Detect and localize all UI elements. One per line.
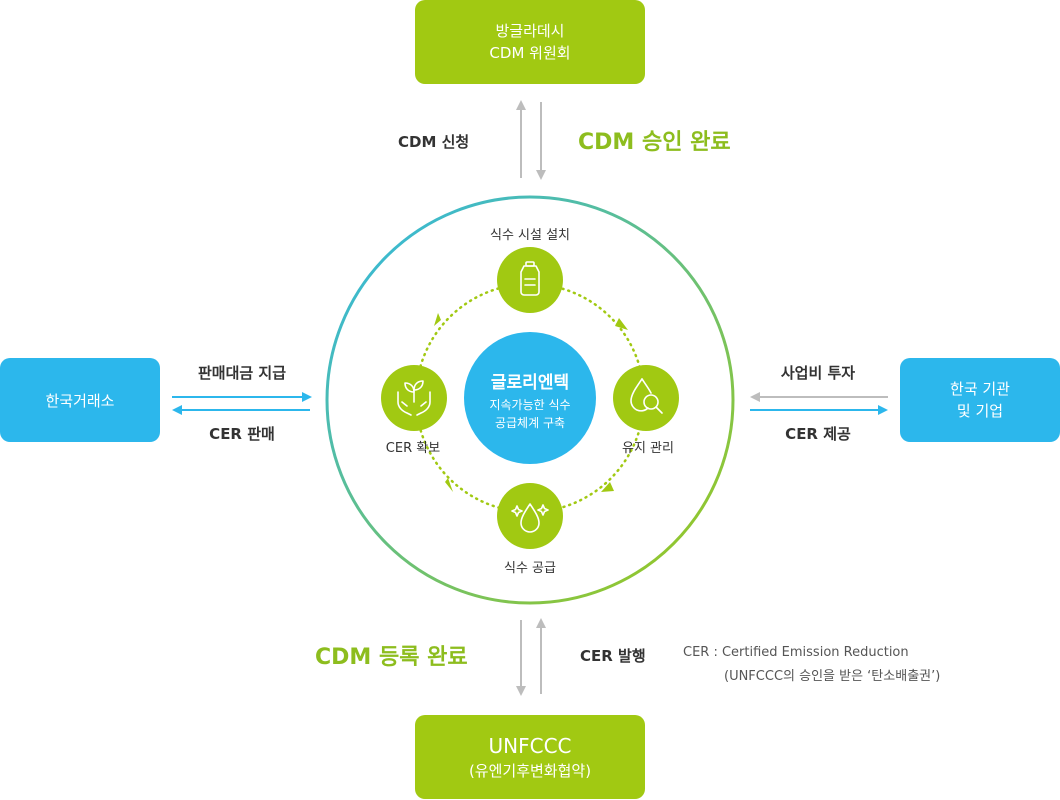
cycle-right-label: 유지 관리 (622, 441, 674, 456)
cdm-approved-label: CDM 승인 완료 (578, 130, 731, 155)
investment-label: 사업비 투자 (780, 364, 856, 382)
cycle-arrow-bottom-left (445, 478, 453, 492)
footnote-line1: CER : Certified Emission Reduction (683, 645, 909, 660)
cycle-arrow-top-left (434, 313, 441, 326)
top-box-line2: CDM 위원회 (489, 44, 571, 62)
arrow-down-top-head (536, 170, 546, 180)
cycle-top-label: 식수 시설 설치 (489, 228, 571, 243)
korea-exchange-box: 한국거래소 (0, 358, 160, 442)
right-box-line1: 한국 기관 (950, 380, 1010, 398)
bottom-box-line1: UNFCCC (488, 734, 572, 758)
cycle-left-label: CER 확보 (385, 441, 441, 456)
hands-plant-icon (397, 380, 431, 416)
payment-label: 판매대금 지급 (197, 364, 287, 382)
cer-provision-label: CER 제공 (785, 425, 851, 443)
center-line2: 공급체계 구축 (494, 416, 566, 430)
cer-sale-label: CER 판매 (209, 425, 275, 443)
cycle-bottom-label: 식수 공급 (504, 561, 556, 576)
cer-issued-label: CER 발행 (580, 647, 646, 665)
center-title: 글로리엔텍 (490, 373, 570, 393)
arrow-up-top-head (516, 100, 526, 110)
center-line1: 지속가능한 식수 (489, 398, 571, 412)
korean-institutions-box: 한국 기관 및 기업 (900, 358, 1060, 442)
bottom-box-line2: (유엔기후변화협약) (468, 762, 592, 780)
footnote-line2: (UNFCCC의 승인을 받은 ‘탄소배출권’) (724, 669, 941, 684)
cycle-arrow-bottom-right (601, 482, 614, 492)
outer-ring (325, 195, 735, 605)
right-box-line2: 및 기업 (956, 402, 1004, 420)
cdm-registered-label: CDM 등록 완료 (315, 645, 468, 670)
sparkling-drop-icon (511, 503, 549, 533)
arrow-right-left-side-head (302, 392, 312, 402)
center-circle (464, 332, 596, 464)
unfccc-box: UNFCCC (유엔기후변화협약) (415, 715, 645, 799)
arrow-left-right-side-head (750, 392, 760, 402)
water-bottle-icon (520, 261, 540, 296)
node-bottom (497, 483, 563, 549)
cdm-request-label: CDM 신청 (398, 133, 470, 151)
water-drop-magnifier-icon (630, 378, 663, 414)
arrow-left-left-side-head (172, 405, 182, 415)
cycle-arrow-top-right (615, 318, 628, 330)
left-box-label: 한국거래소 (45, 391, 115, 410)
node-top (497, 247, 563, 313)
arrow-down-bottom-head (516, 686, 526, 696)
arrow-up-bottom-head (536, 618, 546, 628)
top-box-line1: 방글라데시 (495, 22, 565, 40)
bangladesh-cdm-committee-box: 방글라데시 CDM 위원회 (415, 0, 645, 84)
arrow-right-right-side-head (878, 405, 888, 415)
